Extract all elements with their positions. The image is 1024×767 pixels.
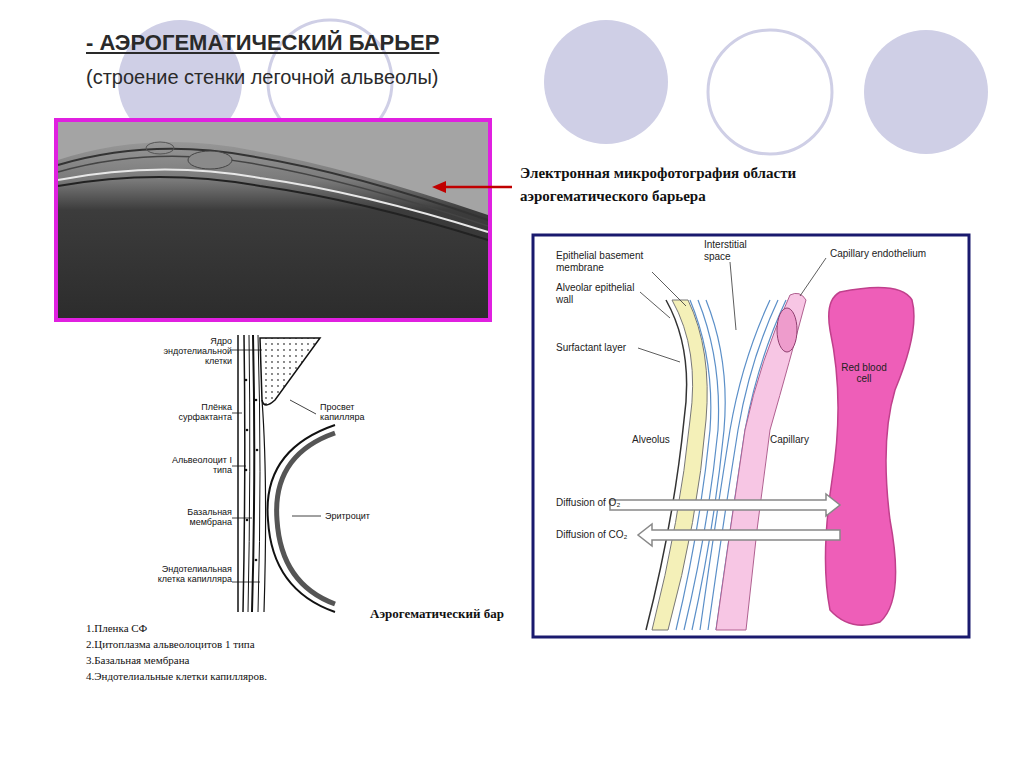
barrier-drawing-part (55, 325, 550, 715)
barrier-drawing-part (232, 466, 246, 467)
diffusion-arrows-part (610, 494, 840, 516)
barrier-drawing-part (237, 335, 239, 612)
legend-note: 3.Базальная мембрана (86, 654, 189, 666)
barrier-drawing-part (232, 413, 242, 414)
decor-circles-part (544, 20, 668, 144)
electron-micrograph-part (56, 120, 490, 320)
pointer-arrow-part (445, 186, 512, 189)
diffusion-arrows (610, 494, 840, 546)
pointer-arrow (432, 181, 512, 193)
electron-micrograph-part (146, 142, 174, 154)
part-label: Alveolar epithelial wall (556, 282, 640, 305)
barrier-drawing-part (232, 582, 260, 583)
part-label: Interstitial space (704, 239, 760, 262)
barrier-drawing (55, 325, 550, 715)
electron-micrograph (56, 120, 490, 320)
barrier-drawing-part (255, 399, 258, 402)
electron-micrograph-part (188, 151, 232, 169)
schematic-panel-part-part (684, 300, 719, 630)
schematic-panel-part-part (638, 348, 680, 362)
part-label: Просвет капилляра (320, 402, 380, 422)
schematic-panel-part (533, 235, 969, 637)
pointer-arrow-part (432, 181, 446, 193)
electron-micrograph-part (56, 120, 490, 320)
schematic-panel-part (652, 300, 707, 630)
schematic-panel-part-part (676, 300, 711, 630)
part-label: Surfactant layer (556, 342, 640, 354)
slide-subtitle: (строение стенки легочной альвеолы) (86, 66, 438, 89)
part-label: Базальная мембрана (160, 507, 232, 527)
schematic-panel-part (825, 288, 913, 626)
barrier-drawing-part (252, 335, 254, 612)
schematic-panel-part-part (800, 258, 826, 296)
decor-circles-part (708, 30, 832, 154)
electron-micrograph-part (58, 122, 488, 215)
slide-title: - АЭРОГЕМАТИЧЕСКИЙ БАРЬЕР (86, 30, 439, 56)
schematic-panel-part-part (730, 262, 736, 330)
part-label: Эндотелиальная клетка капилляра (150, 564, 232, 584)
barrier-drawing-part (256, 449, 259, 452)
schematic-panel-part-part (692, 300, 725, 630)
process-label: Diffusion of CO₂ (556, 529, 628, 541)
barrier-drawing-part (260, 338, 320, 405)
part-label: Ядро эндотелиальной клетки (160, 336, 232, 366)
barrier-drawing-part (246, 429, 249, 432)
part-label: Альвеолоцит I типа (160, 455, 232, 475)
part-label: Эритроцит (325, 511, 385, 521)
barrier-drawing-part (243, 335, 245, 612)
decor-circles-part (864, 30, 988, 154)
schematic-panel-part (777, 308, 797, 352)
barrier-drawing-part (258, 335, 260, 612)
legend-note: 4.Эндотелиальные клетки капилляров. (86, 670, 267, 682)
barrier-drawing-part (245, 469, 248, 472)
part-label: Epithelial basement membrane (556, 250, 652, 273)
photo-caption: Электронная микрофотография области аэро… (520, 162, 890, 207)
schematic-panel-part (646, 300, 687, 630)
schematic-panel-part (638, 258, 826, 362)
barrier-drawing-part (245, 379, 248, 382)
barrier-drawing-part (262, 400, 266, 612)
schematic-panel-part-part (652, 272, 686, 306)
barrier-drawing-part (248, 335, 250, 612)
region-label: Capillary (770, 434, 809, 446)
schematic-panel-part-part (640, 292, 670, 318)
region-label: Alveolus (632, 434, 670, 446)
figure-title: Аэрогематический бар (370, 606, 504, 622)
cell-label: Red blood cell (836, 362, 892, 384)
barrier-drawing-part (246, 519, 249, 522)
barrier-drawing-part (232, 518, 252, 519)
schematic-panel-part (716, 293, 806, 630)
barrier-drawing-part (292, 516, 321, 517)
part-label: Capillary endothelium (830, 248, 950, 260)
barrier-drawing-part (290, 400, 316, 414)
barrier-drawing-part (255, 559, 258, 562)
electron-micrograph-part (58, 156, 488, 226)
part-label: Плёнка сурфактанта (160, 402, 232, 422)
legend-note: 1.Пленка СФ (86, 622, 147, 634)
process-label: Diffusion of O₂ (556, 497, 620, 509)
electron-micrograph-part (58, 177, 488, 240)
schematic-panel (533, 235, 969, 637)
diffusion-arrows-part (638, 524, 840, 546)
barrier-drawing-part (232, 350, 262, 351)
legend-note: 2.Цитоплазма альвеолоцитов 1 типа (86, 638, 255, 650)
